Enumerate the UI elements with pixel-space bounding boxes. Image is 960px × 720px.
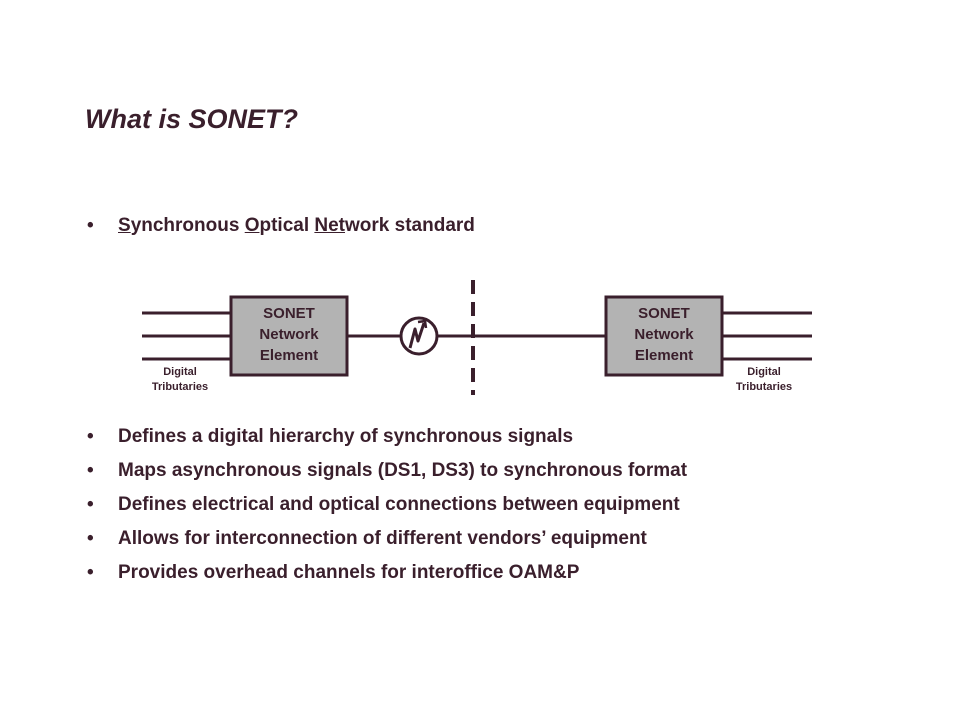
intro-part-ptical: ptical <box>259 215 315 236</box>
left-element-line1: SONET <box>263 305 315 322</box>
optical-signal-icon <box>399 316 439 356</box>
right-tributary-label-line2: Tributaries <box>736 381 792 393</box>
list-item: • Defines electrical and optical connecti… <box>87 493 687 527</box>
left-tributary-lines <box>142 311 231 361</box>
intro-part-ynchronous: ynchronous <box>130 215 245 236</box>
intro-part-s: S <box>118 215 131 236</box>
left-tributary-label-line2: Tributaries <box>152 381 208 393</box>
list-item-text: Allows for interconnection of different … <box>118 528 647 549</box>
bullet-marker: • <box>87 460 94 481</box>
left-element-line3: Element <box>260 347 318 364</box>
bullet-marker: • <box>87 562 94 583</box>
list-item-text: Maps asynchronous signals (DS1, DS3) to … <box>118 460 688 481</box>
intro-part-work-standard: work standard <box>345 215 475 236</box>
right-network-element <box>604 295 724 377</box>
list-item-text: Defines a digital hierarchy of synchrono… <box>118 426 574 447</box>
right-tributary-lines <box>722 311 812 361</box>
feature-list: • Defines a digital hierarchy of synchron… <box>87 425 687 595</box>
right-element-line3: Element <box>635 347 693 364</box>
bullet-marker: • <box>87 426 94 447</box>
list-item-text: Defines electrical and optical connectio… <box>118 494 680 515</box>
right-tributary-label-line1: Digital <box>747 366 781 378</box>
list-item-text: Provides overhead channels for interoffi… <box>118 562 580 583</box>
left-network-element <box>229 295 349 377</box>
intro-bullet: • Synchronous Optical Network standard <box>87 215 475 237</box>
list-item: • Defines a digital hierarchy of synchron… <box>87 425 687 459</box>
list-item: • Provides overhead channels for interoff… <box>87 561 687 595</box>
list-item: • Allows for interconnection of different… <box>87 527 687 561</box>
right-element-line1: SONET <box>638 305 690 322</box>
intro-part-net: Net <box>314 215 346 236</box>
left-element-line2: Network <box>259 326 319 343</box>
bullet-marker: • <box>87 494 94 515</box>
intro-part-o: O <box>244 215 260 236</box>
bullet-marker: • <box>87 215 94 236</box>
page-title: What is SONET? <box>85 104 299 134</box>
right-element-line2: Network <box>634 326 694 343</box>
bullet-marker: • <box>87 528 94 549</box>
left-tributary-label-line1: Digital <box>163 366 197 378</box>
list-item: • Maps asynchronous signals (DS1, DS3) to… <box>87 459 687 493</box>
